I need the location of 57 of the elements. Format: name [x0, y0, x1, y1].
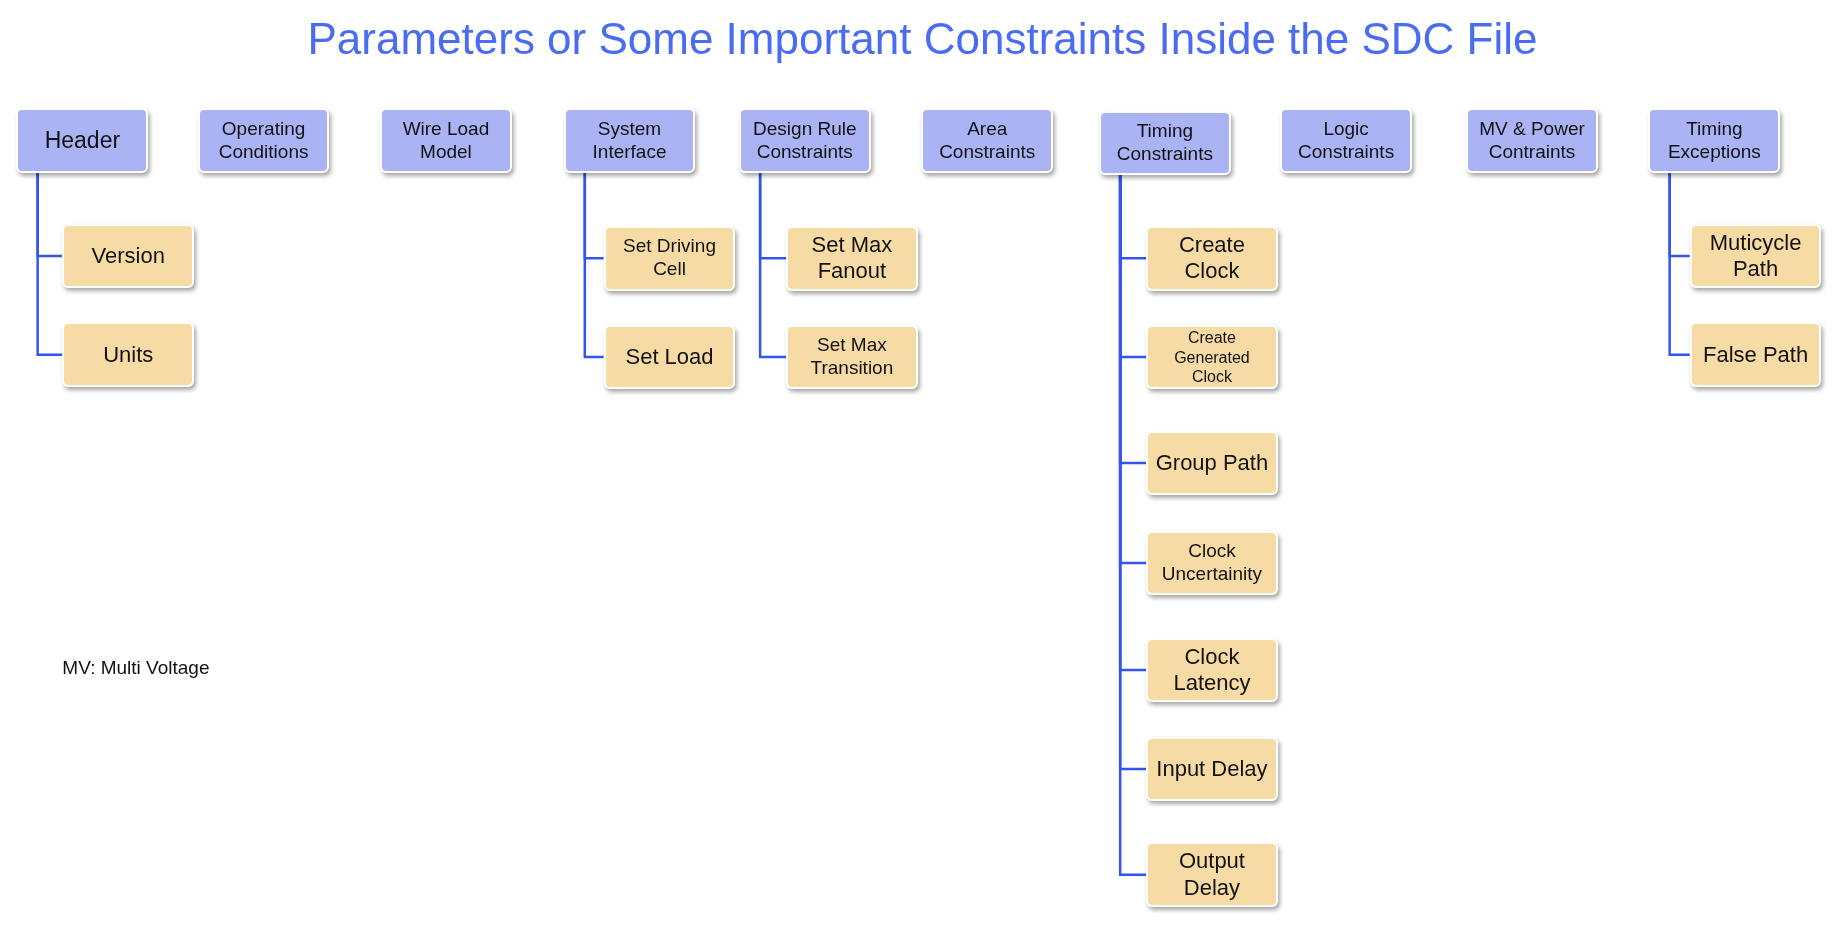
category-box — [1648, 108, 1781, 173]
node-text: Set Max Transition — [809, 334, 895, 380]
constraint-box — [1146, 225, 1278, 291]
node-text: System Interface — [591, 117, 668, 164]
category-box — [1099, 110, 1231, 176]
node-text: Set Max Fanout — [810, 231, 894, 285]
category-box — [563, 108, 696, 173]
node-text: Clock Uncertainity — [1160, 540, 1264, 586]
constraint-box — [62, 223, 195, 289]
node-text: Input Delay — [1156, 755, 1268, 783]
diagram-title: Parameters or Some Important Constraints Inside the SDC File — [306, 14, 1539, 64]
connector-line — [36, 172, 63, 356]
node-text: Create Clock — [1177, 231, 1246, 285]
constraint-box — [1146, 430, 1278, 496]
node-text: Wire Load Model — [401, 117, 491, 164]
node-text: Set Load — [625, 343, 714, 371]
constraint-box — [603, 225, 736, 291]
node-text: Units — [103, 341, 154, 368]
connector-line — [758, 172, 786, 359]
node-text: Muticycle Path — [1708, 229, 1803, 283]
constraint-box — [1146, 324, 1278, 390]
constraint-box — [786, 324, 918, 390]
constraint-box — [1146, 842, 1278, 908]
node-text: MV & Power Contraints — [1478, 117, 1586, 164]
node-text: Timing Exceptions — [1666, 117, 1762, 164]
constraint-box — [1146, 530, 1278, 596]
node-text: Set Driving Cell — [622, 235, 717, 282]
node-text: Create Generated Clock — [1173, 328, 1251, 386]
category-box — [921, 108, 1054, 173]
constraint-box — [1146, 637, 1278, 703]
node-text: False Path — [1702, 341, 1809, 368]
node-text: Version — [91, 242, 165, 270]
node-text: Area Constraints — [938, 117, 1037, 164]
note-text: MV: Multi Voltage — [62, 656, 210, 679]
category-box — [197, 108, 330, 173]
connector-line — [1668, 172, 1690, 356]
node-text: Design Rule Constraints — [752, 117, 858, 164]
constraint-box — [603, 324, 736, 390]
node-text: Header — [44, 126, 121, 155]
constraint-box — [786, 225, 918, 291]
node-text: Clock Latency — [1172, 643, 1252, 697]
node-text: Operating Conditions — [217, 117, 310, 164]
category-box — [16, 108, 149, 173]
category-box — [1280, 108, 1412, 173]
category-box — [380, 108, 512, 173]
constraint-box — [1689, 322, 1822, 388]
category-box — [738, 108, 871, 173]
constraint-box — [62, 322, 195, 388]
node-text: Logic Constraints — [1297, 117, 1396, 164]
connector-line — [1118, 175, 1147, 877]
node-text: Timing Constraints — [1115, 120, 1214, 166]
constraint-box — [1146, 736, 1278, 802]
connector-line — [583, 172, 604, 359]
node-text: Output Delay — [1177, 848, 1246, 902]
category-box — [1466, 108, 1598, 173]
node-text: Group Path — [1155, 449, 1269, 477]
constraint-box — [1689, 223, 1822, 289]
